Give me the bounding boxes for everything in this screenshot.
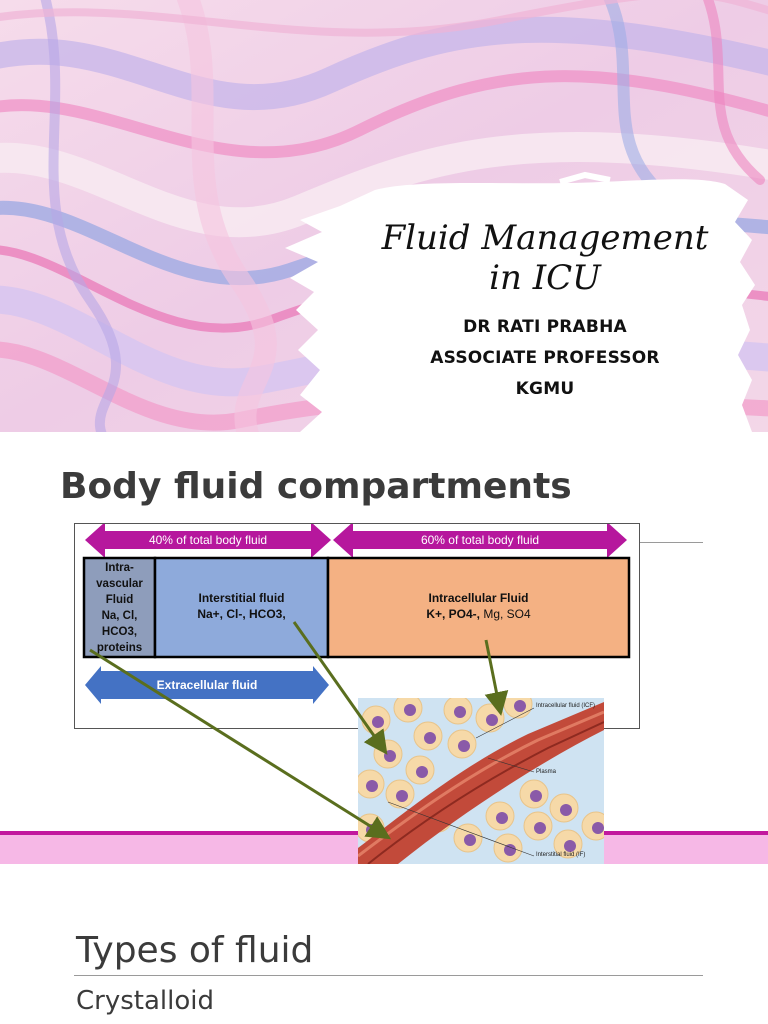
slide-heading: Body fluid compartments: [60, 466, 572, 507]
intracellular-ions-normal: Mg, SO4: [480, 607, 531, 621]
presenter-designation: ASSOCIATE PROFESSOR: [430, 348, 660, 368]
interstitial-title: Interstitial fluid: [198, 591, 285, 605]
if-label: Interstitial fluid (IF): [536, 852, 586, 858]
fluid-type-item: Crystalloid: [76, 986, 214, 1016]
intravascular-line: Na, Cl,: [101, 610, 138, 622]
intracellular-label: Intracellular Fluid K+, PO4-, Mg, SO4: [328, 590, 629, 622]
interstitial-ions: Na+, Cl-, HCO3,: [197, 607, 286, 621]
heading-rule: [74, 975, 703, 976]
intravascular-box: [82, 556, 157, 659]
intracellular-title: Intracellular Fluid: [428, 591, 529, 605]
intracellular-ions: K+, PO4-, Mg, SO4: [328, 606, 629, 622]
presentation-title: Fluid Management in ICU: [360, 218, 730, 298]
slide-heading: Types of fluid: [76, 930, 314, 971]
marble-background: [0, 0, 768, 432]
arrow-40-percent: [85, 524, 331, 558]
icf-label: Intracellular fluid (ICF): [536, 703, 596, 709]
title-line-1: Fluid Management: [381, 218, 709, 258]
interstitial-label: Interstitial fluid Na+, Cl-, HCO3,: [155, 590, 328, 622]
intravascular-label: Intra- vascular Fluid Na, Cl, HCO3, prot…: [84, 560, 155, 656]
intravascular-line: HCO3,: [101, 626, 138, 638]
cells-svg: [355, 689, 611, 864]
presenter-name: DR RATI PRABHA: [463, 317, 627, 337]
intravascular-line: Fluid: [105, 594, 134, 606]
body-fluid-slide: Body fluid compartments 40% of total bod…: [0, 432, 768, 864]
arrow-60-label: 60% of total body fluid: [420, 533, 540, 547]
intravascular-line: vascular: [96, 578, 143, 590]
types-of-fluid-slide: Types of fluid Crystalloid: [0, 864, 768, 1024]
presenter-info: DR RATI PRABHA ASSOCIATE PROFESSOR KGMU: [380, 312, 710, 405]
title-slide: Fluid Management in ICU DR RATI PRABHA A…: [0, 0, 768, 432]
intravascular-line: Intra-: [105, 562, 134, 574]
arrow-40-label: 40% of total body fluid: [148, 533, 268, 547]
cell-group: [355, 689, 611, 863]
title-line-2: in ICU: [489, 258, 601, 298]
cell-illustration: Intracellular fluid (ICF) Plasma Interst…: [355, 689, 611, 864]
intravascular-line: proteins: [96, 642, 143, 654]
extracellular-label: Extracellular fluid: [156, 678, 258, 692]
heading-rule: [630, 542, 703, 543]
arrow-60-percent: [333, 524, 627, 558]
plasma-label: Plasma: [536, 769, 557, 775]
presenter-institution: KGMU: [515, 379, 575, 399]
intracellular-ions-bold: K+, PO4-,: [426, 607, 480, 621]
